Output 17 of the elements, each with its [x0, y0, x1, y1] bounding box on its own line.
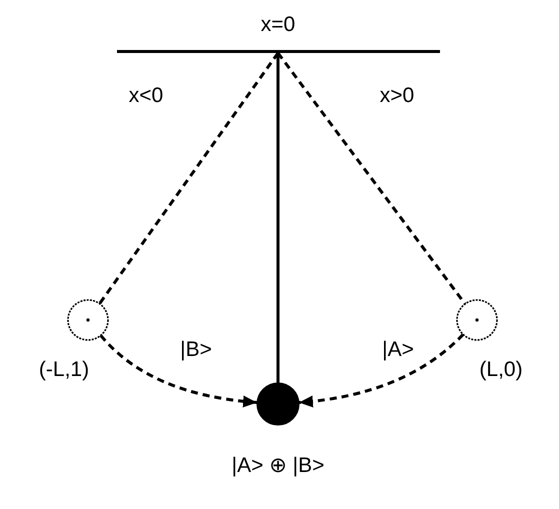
dashed-line — [276, 52, 466, 305]
dashed-line — [98, 52, 280, 305]
region-label: x<0 — [128, 84, 164, 108]
support-bar — [117, 50, 440, 53]
dotted-circle — [67, 299, 109, 341]
pendulum-bob — [256, 382, 300, 426]
edge-label: |A> — [382, 338, 414, 362]
position-label: x=0 — [260, 13, 296, 37]
coordinate-label: (-L,1) — [38, 358, 90, 382]
dotted-circle — [456, 299, 498, 341]
curved-arrow — [298, 333, 464, 408]
pendulum-rod — [276, 53, 280, 383]
curved-arrow — [100, 334, 258, 408]
coordinate-label: (L,0) — [479, 358, 523, 382]
edge-label: |B> — [180, 338, 212, 362]
region-label: x>0 — [380, 84, 414, 108]
state-label: |A> ⊕ |B> — [232, 454, 324, 478]
